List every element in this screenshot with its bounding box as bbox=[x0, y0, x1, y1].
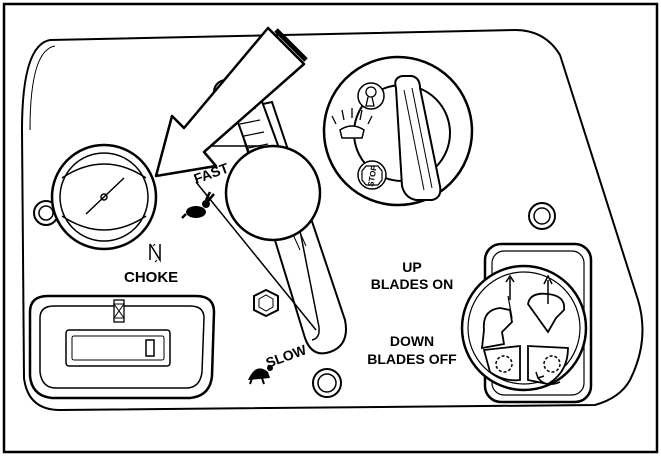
mount-bolt-bottom bbox=[312, 368, 342, 398]
stop-icon: STOP bbox=[357, 160, 387, 190]
throttle-lever[interactable] bbox=[224, 94, 322, 242]
pointer-arrow-icon bbox=[154, 26, 306, 178]
slow-guide-line bbox=[195, 181, 317, 331]
down-label: DOWN bbox=[390, 333, 434, 349]
start-icon bbox=[357, 82, 385, 110]
blades-on-label: BLADES ON bbox=[371, 276, 453, 292]
up-label: UP bbox=[402, 259, 421, 275]
choke-label: CHOKE bbox=[124, 269, 178, 286]
mount-bolt-right bbox=[528, 202, 556, 230]
stop-icon-label: STOP bbox=[366, 164, 379, 188]
choke-icon bbox=[149, 243, 161, 263]
turtle-icon bbox=[248, 365, 273, 385]
rabbit-icon bbox=[181, 191, 215, 219]
blade-switch[interactable] bbox=[460, 242, 593, 404]
headlight-icon bbox=[331, 108, 373, 139]
hour-meter bbox=[28, 294, 216, 400]
choke-knob[interactable] bbox=[50, 143, 158, 251]
hour-meter-icon bbox=[113, 299, 125, 323]
blades-off-label: BLADES OFF bbox=[367, 351, 457, 367]
hex-nut bbox=[253, 288, 279, 318]
